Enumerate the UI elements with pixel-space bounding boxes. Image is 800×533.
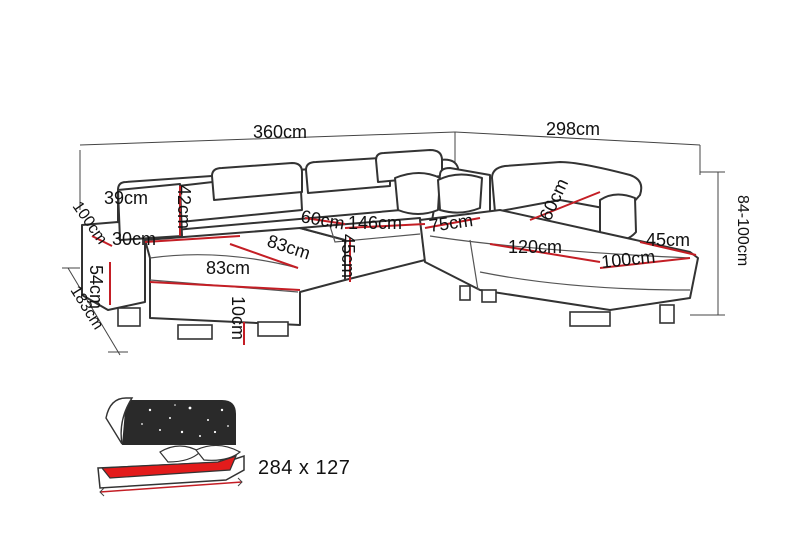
- right-arm-label: 45cm: [646, 230, 690, 250]
- headrest-height-left-label: 42cm: [174, 185, 194, 229]
- dimension-labels: 360cm 298cm 84-100cm 39cm 100cm 30cm 54c…: [67, 119, 751, 340]
- seat-height-center-label: 45cm: [338, 234, 358, 278]
- stars: [141, 404, 229, 437]
- right-seat-length-label: 120cm: [508, 237, 562, 257]
- dimension-guides: [62, 131, 725, 356]
- bed-surface: [100, 455, 238, 479]
- overall-left-width-label: 360cm: [253, 122, 307, 142]
- armrest-depth-label: 30cm: [112, 229, 156, 249]
- bed-function-illustration: 284 x 127: [97, 397, 350, 497]
- night-sky: [122, 400, 236, 445]
- center-width-label: 146cm: [348, 213, 402, 233]
- height-range-label: 84-100cm: [734, 195, 751, 266]
- chaise-length-label: 83cm: [206, 258, 250, 278]
- sofa-legs: [117, 285, 675, 340]
- armrest-width-label: 39cm: [104, 188, 148, 208]
- sofa-body: [81, 149, 699, 326]
- bed-size-label: 284 x 127: [258, 457, 350, 479]
- seat-height-left-label: 54cm: [86, 265, 106, 309]
- red-measurement-lines: [91, 186, 697, 345]
- leg-height-label: 10cm: [228, 296, 248, 340]
- overall-right-width-label: 298cm: [546, 119, 600, 139]
